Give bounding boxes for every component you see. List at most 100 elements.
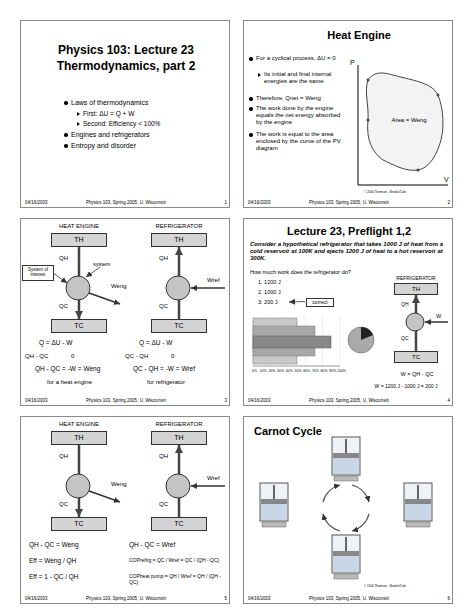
slide-text: system: [93, 261, 119, 268]
slide-text: Weng: [111, 283, 131, 290]
leader-arrow: [289, 301, 305, 303]
slide-panel: Lecture 23, Preflight 1,2Consider a hypo…: [243, 218, 453, 406]
slide-text: QH: [59, 453, 75, 460]
slide-text: Area = Weng: [384, 117, 434, 124]
slide-text: 30%: [276, 369, 286, 373]
bar-chart: [253, 316, 340, 366]
work-arrow: [191, 485, 225, 487]
carnot-cylinder: [404, 483, 432, 527]
bullet-dot: [249, 133, 253, 137]
bullet-text: Entropy and disorder: [71, 142, 221, 150]
reservoir-label: TC: [174, 520, 183, 528]
bullet-dot: [249, 107, 253, 111]
slide-text: 90%: [328, 369, 338, 373]
bar-chart: [340, 316, 341, 366]
leader-arrow: [52, 272, 67, 283]
engine-circle: [166, 276, 190, 300]
slide-panel: Carnot Cycle© 2004 Thomson - Brooks/Cole…: [243, 416, 453, 604]
work-arrow: [89, 293, 120, 304]
slide-text: REFRIGERATOR: [382, 275, 450, 281]
cycle-arrow: [323, 485, 369, 531]
slide-text: Wref: [207, 475, 227, 482]
slide-text: 0: [171, 353, 181, 360]
bullet-text: Its initial and final internal energies …: [264, 71, 348, 85]
leader-arrow: [86, 267, 100, 277]
slide-panel: Physics 103: Lecture 23Thermodynamics, p…: [20, 20, 230, 208]
work-arrow: [89, 491, 120, 502]
slide-text: for refrigerator: [147, 379, 227, 386]
slide-text: Physics 103, Spring 2005, U. Wisconsin: [76, 596, 176, 601]
slide-text: QH - QC = Weng: [29, 541, 121, 549]
slide-text: 6: [430, 596, 450, 601]
engine-circle: [66, 276, 90, 300]
reservoir-box: TH: [51, 431, 107, 445]
bullet-text: Therefore, Qnet = Weng: [256, 95, 348, 102]
reservoir-label: TC: [412, 354, 420, 361]
slide-text: 04/16/2003: [25, 596, 75, 601]
slide-text: P: [350, 59, 358, 67]
bullet-text: For a cyclical process, ΔU = 0: [256, 55, 348, 62]
slide-title: Physics 103: Lecture 23: [26, 43, 226, 57]
slide-text: W = QH - QC: [382, 371, 452, 378]
slide-text: 50%: [293, 369, 303, 373]
slide-panel: HEAT ENGINEREFRIGERATORQHQCWengQHQCWrefQ…: [20, 416, 230, 604]
reservoir-label: TH: [174, 434, 183, 442]
work-arrow: [89, 288, 448, 502]
slide-title: Heat Engine: [304, 29, 414, 42]
slide-text: QH: [159, 255, 175, 262]
bullet-text: Engines and refrigerators: [71, 131, 221, 139]
slide-text: QC: [401, 335, 413, 341]
slide-text: HEAT ENGINE: [49, 223, 109, 230]
slide-text: Physics 103, Spring 2005, U. Wisconsin: [299, 596, 399, 601]
slide-text: Physics 103, Spring 2005, U. Wisconsin: [299, 200, 399, 205]
reservoir-box: TC: [151, 319, 207, 333]
slide-text: 5: [207, 596, 227, 601]
bullet-triangle: [77, 122, 80, 126]
slide-text: COPrefrig = QC / Wref = QC / (QH - QC): [129, 557, 229, 563]
slide-text: 0: [71, 353, 81, 360]
slide-text: 100%: [337, 369, 347, 373]
slide-text: QH: [59, 255, 75, 262]
slide-text: QC: [159, 303, 175, 310]
bullet-text: First: ΔU = Q + W: [83, 110, 223, 118]
slide-text: QH - QC: [25, 353, 59, 360]
cycle-arrow: [323, 514, 340, 531]
slide-text: Q = ΔU - W: [139, 339, 219, 347]
slide-text: QH: [159, 453, 175, 460]
slide-text: QC - QH: [125, 353, 159, 360]
slide-text: 04/16/2003: [248, 200, 298, 205]
bullet-text: Second: Efficiency < 100%: [83, 120, 223, 128]
slide-text: 40%: [284, 369, 294, 373]
reservoir-label: TH: [174, 236, 183, 244]
cycle-arrow: [352, 485, 369, 502]
pv-axis: [358, 185, 448, 186]
reservoir-box: TH: [394, 283, 438, 295]
reservoir-box: TC: [51, 319, 107, 333]
bullet-dot: [249, 97, 253, 101]
slide-text: Weng: [111, 481, 131, 488]
slide-text: QC: [159, 501, 175, 508]
slide-text: V: [444, 176, 452, 184]
slide-text: QH - QC = Wref: [129, 541, 229, 549]
engine-circle: [66, 276, 424, 498]
reservoir-box: TC: [151, 517, 207, 531]
bullet-dot: [64, 133, 68, 137]
slide-text: REFRIGERATOR: [147, 421, 211, 428]
engine-circle: [406, 313, 424, 331]
slide-text: Eff = 1 - QC / QH: [29, 573, 121, 581]
slide-panel: Heat EngineFor a cyclical process, ΔU = …: [243, 20, 453, 208]
bullet-triangle: [77, 112, 80, 116]
slide-text: Q = ΔU - W: [39, 339, 119, 347]
reservoir-label: TC: [174, 322, 183, 330]
pv-cycle: [417, 169, 420, 172]
pv-axis: [358, 65, 359, 185]
slide-text: REFRIGERATOR: [147, 223, 211, 230]
callout-box: System of interest: [22, 265, 54, 281]
slide-text: QC: [59, 303, 75, 310]
cycle-arrow: [323, 485, 340, 502]
pie-chart: [361, 327, 373, 340]
slide-title: Carnot Cycle: [254, 425, 354, 438]
slide-text: 1. 1200 J: [258, 279, 298, 286]
pv-cycle: [437, 94, 440, 97]
slide-text: W = 1200 J - 1000 J = 200 J: [360, 383, 452, 389]
